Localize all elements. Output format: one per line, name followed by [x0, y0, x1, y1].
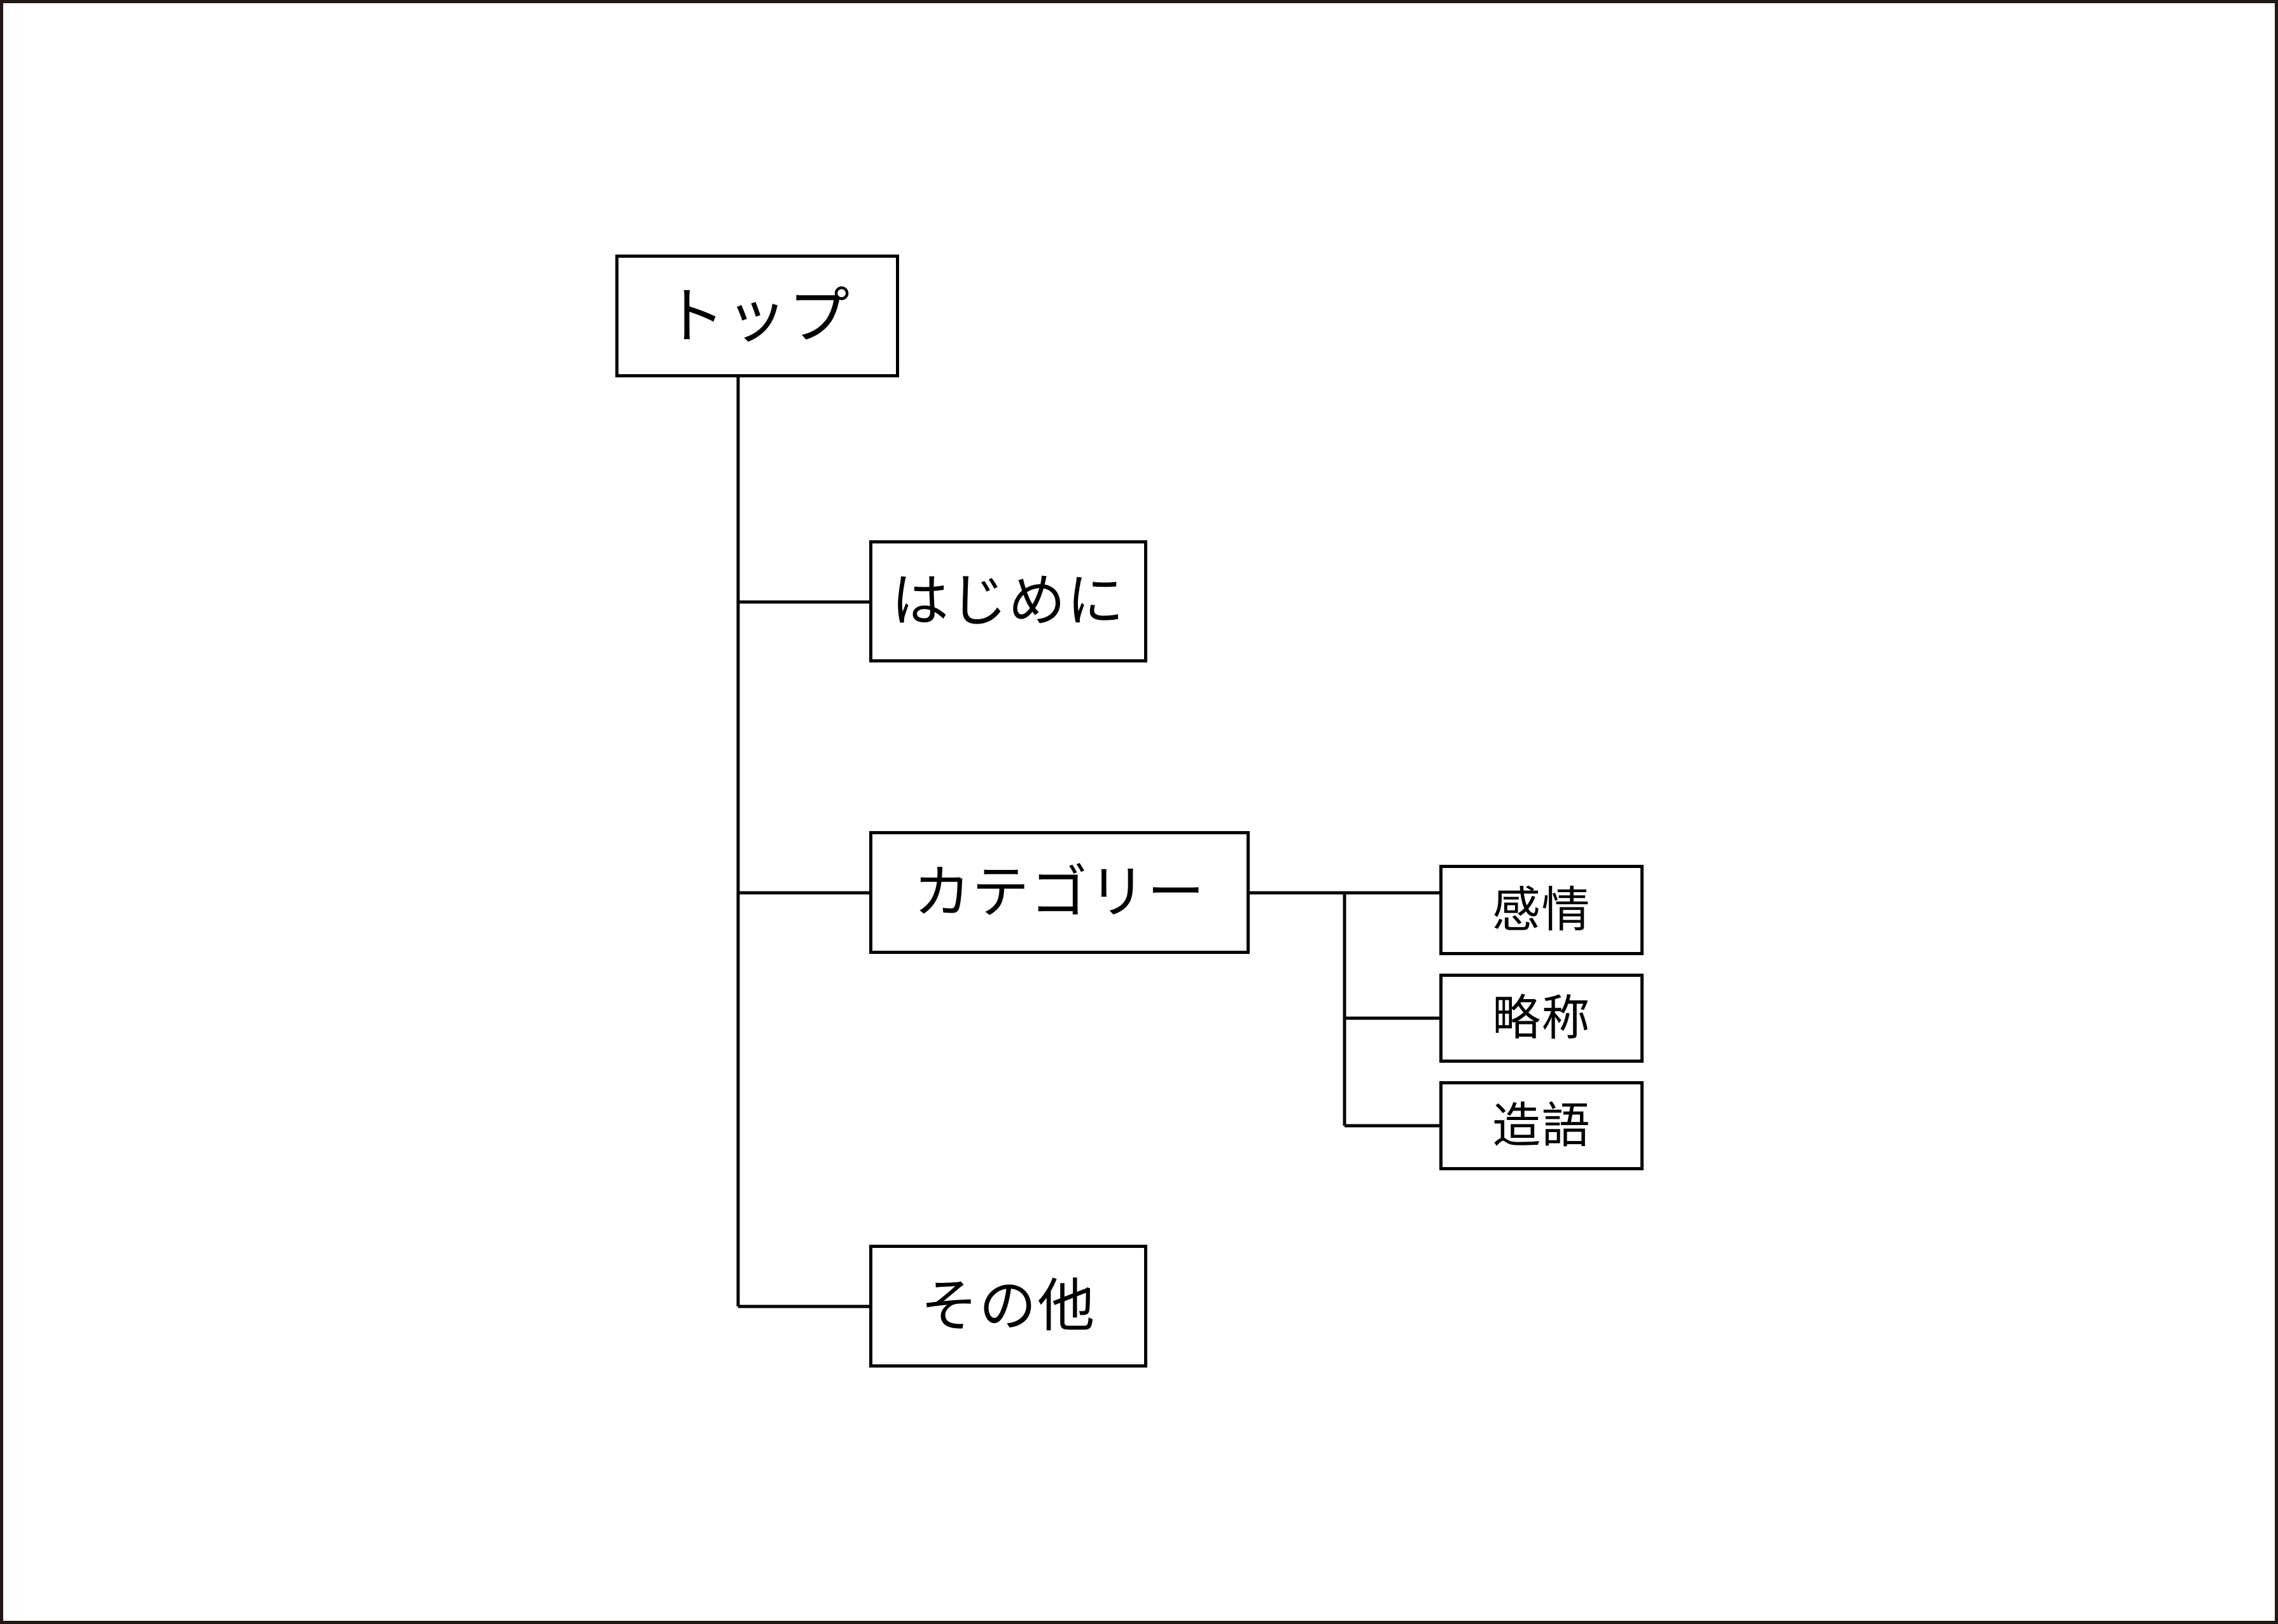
node-emotion[interactable]: 感情: [1439, 865, 1644, 955]
node-abbrev[interactable]: 略称: [1439, 974, 1644, 1063]
node-category[interactable]: カテゴリー: [869, 831, 1250, 954]
node-top[interactable]: トップ: [615, 255, 899, 377]
node-emotion-label: 感情: [1492, 881, 1591, 938]
node-category-label: カテゴリー: [913, 858, 1206, 926]
node-coinage-label: 造語: [1492, 1097, 1591, 1154]
node-abbrev-label: 略称: [1492, 990, 1591, 1046]
node-intro[interactable]: はじめに: [869, 540, 1147, 662]
node-other-label: その他: [920, 1272, 1096, 1340]
node-intro-label: はじめに: [891, 568, 1126, 634]
node-top-label: トップ: [664, 280, 851, 352]
node-other[interactable]: その他: [869, 1245, 1147, 1368]
node-coinage[interactable]: 造語: [1439, 1081, 1644, 1170]
